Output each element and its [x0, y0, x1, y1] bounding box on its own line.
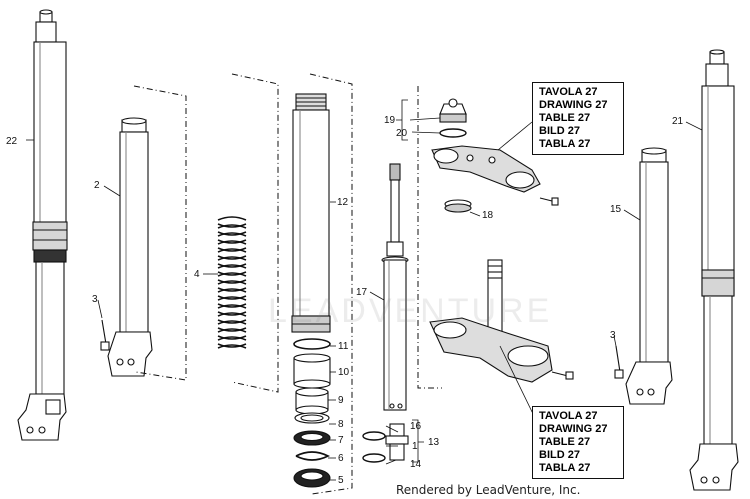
callout-lower-clamp[interactable]: TAVOLA 27 DRAWING 27 TABLE 27 BILD 27 TA…	[532, 406, 624, 479]
part-20-washer	[439, 128, 467, 138]
rendered-by-footer: Rendered by LeadVenture, Inc.	[396, 483, 581, 497]
part-6-clip	[295, 451, 331, 461]
label-part-4: 4	[194, 269, 200, 280]
part-1-valve	[385, 423, 409, 461]
part-8-washer	[294, 412, 330, 424]
label-part-5: 5	[338, 475, 344, 486]
part-9-bushing	[295, 387, 329, 415]
guide-line-4	[231, 73, 279, 393]
label-part-9: 9	[338, 395, 344, 406]
callout-lower-line-2: DRAWING 27	[539, 423, 608, 435]
label-part-11: 11	[338, 341, 349, 352]
spring-4	[217, 216, 247, 349]
label-part-3a: 3	[92, 294, 98, 305]
label-part-15: 15	[610, 204, 622, 215]
callout-upper-clamp[interactable]: TAVOLA 27 DRAWING 27 TABLE 27 BILD 27 TA…	[532, 82, 624, 155]
callout-lower-line-4: BILD 27	[539, 449, 580, 461]
damper-rod-17	[381, 163, 409, 411]
label-part-17: 17	[356, 287, 368, 298]
guide-line-17	[417, 86, 442, 389]
label-part-18: 18	[482, 210, 494, 221]
callout-lower-line-5: TABLA 27	[539, 462, 591, 474]
label-part-21: 21	[672, 116, 684, 127]
part-18-bushing	[444, 199, 472, 213]
label-part-13: 13	[428, 437, 440, 448]
guide-line-2	[133, 85, 187, 381]
label-part-16: 16	[410, 421, 422, 432]
label-part-14: 14	[410, 459, 422, 470]
bolt-3a	[100, 319, 110, 351]
label-part-20: 20	[396, 128, 408, 139]
steering-stem-lower-clamp	[429, 259, 574, 383]
part-5-dust-seal	[293, 468, 331, 488]
bolt-3b	[614, 345, 624, 379]
label-part-10: 10	[338, 367, 350, 378]
label-part-8: 8	[338, 419, 344, 430]
part-19-nut	[439, 98, 467, 123]
callout-upper-line-4: BILD 27	[539, 125, 580, 137]
label-part-1: 1	[412, 441, 418, 452]
label-part-19: 19	[384, 115, 396, 126]
watermark: LEADVENTURE	[268, 292, 553, 330]
label-part-7: 7	[338, 435, 344, 446]
part-7-oil-seal	[293, 430, 331, 446]
fork-leg-21	[689, 49, 739, 491]
outer-tube-2	[107, 117, 153, 377]
label-part-12: 12	[337, 197, 349, 208]
outer-tube-15	[625, 147, 673, 405]
part-16-oring	[362, 431, 386, 441]
callout-upper-line-2: DRAWING 27	[539, 99, 608, 111]
callout-lower-line-1: TAVOLA 27	[539, 410, 598, 422]
label-part-22: 22	[6, 136, 18, 147]
part-11-clip	[293, 338, 331, 350]
upper-triple-clamp	[431, 145, 559, 206]
label-part-6: 6	[338, 453, 344, 464]
callout-lower-line-3: TABLE 27	[539, 436, 591, 448]
inner-tube-12	[291, 93, 331, 333]
fork-leg-22	[17, 9, 68, 441]
callout-upper-line-3: TABLE 27	[539, 112, 591, 124]
part-10-bushing	[293, 353, 331, 389]
callout-upper-line-5: TABLA 27	[539, 138, 591, 150]
part-14-oring	[362, 453, 386, 463]
callout-upper-line-1: TAVOLA 27	[539, 86, 598, 98]
label-part-3b: 3	[610, 330, 616, 341]
label-part-2: 2	[94, 180, 100, 191]
